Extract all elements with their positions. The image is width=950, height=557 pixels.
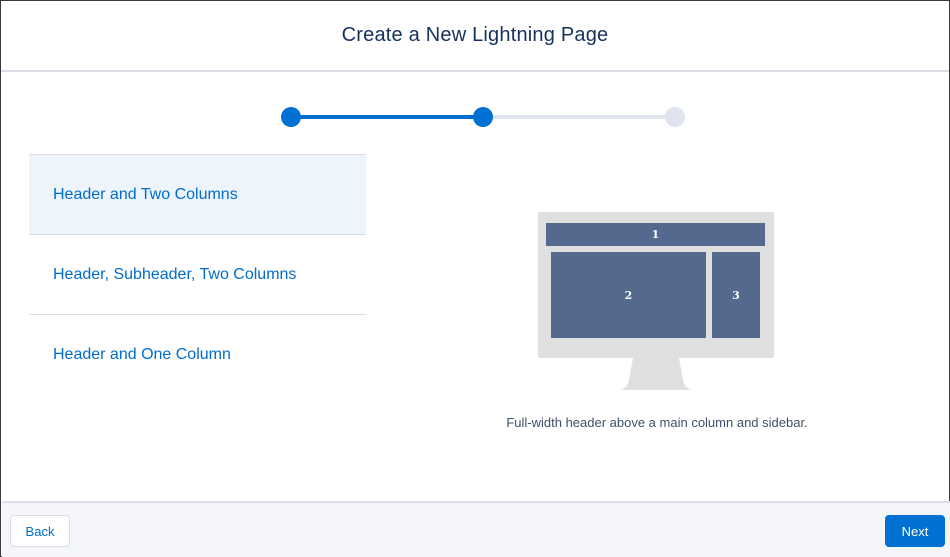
progress-bar-incomplete — [483, 115, 675, 119]
progress-indicator — [1, 1, 950, 141]
progress-step-2[interactable] — [473, 107, 493, 127]
layout-option-label: Header, Subheader, Two Columns — [53, 265, 297, 283]
layout-option-header-two-columns[interactable]: Header and Two Columns — [29, 154, 366, 234]
layout-description-wrap: Full-width header above a main column an… — [1, 415, 950, 430]
layout-option-label: Header and Two Columns — [53, 185, 238, 203]
modal-title: Create a New Lightning Page — [341, 24, 609, 46]
progress-step-1[interactable] — [281, 107, 301, 127]
preview-region-main: 2 — [551, 252, 706, 338]
layout-option-header-one-column[interactable]: Header and One Column — [29, 314, 366, 394]
layout-options-list: Header and Two Columns Header, Subheader… — [29, 154, 366, 394]
back-button[interactable]: Back — [10, 515, 70, 547]
layout-description: Full-width header above a main column an… — [506, 415, 808, 430]
monitor-stand-icon — [621, 358, 691, 390]
preview-region-header: 1 — [546, 223, 765, 246]
modal-header: Create a New Lightning Page — [1, 1, 949, 72]
preview-region-sidebar: 3 — [712, 252, 760, 338]
progress-bar-complete — [291, 115, 483, 119]
layout-option-label: Header and One Column — [53, 345, 231, 363]
progress-step-3[interactable] — [665, 107, 685, 127]
modal-footer: Back Next — [2, 501, 950, 557]
next-button[interactable]: Next — [885, 515, 945, 547]
layout-preview-monitor: 1 2 3 — [538, 212, 774, 358]
layout-option-header-subheader-two-columns[interactable]: Header, Subheader, Two Columns — [29, 234, 366, 314]
